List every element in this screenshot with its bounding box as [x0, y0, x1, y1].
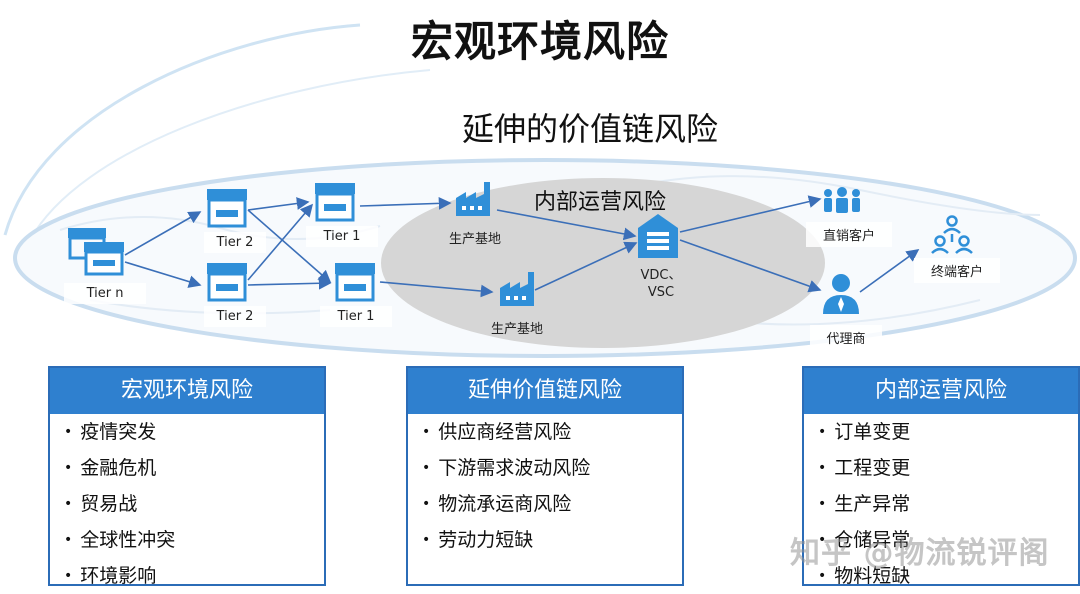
flow-arrows — [124, 195, 920, 298]
risk-item: 物料短缺 — [818, 558, 1078, 594]
node-label-vdc: VDC、 VSC — [620, 264, 702, 304]
node-label-plant-top: 生产基地 — [448, 232, 501, 247]
customer-group-icon — [824, 187, 860, 213]
risk-box-title: 宏观环境风险 — [50, 368, 324, 414]
store-icon — [68, 228, 124, 276]
node-label-tier2-bottom: Tier 2 — [204, 306, 266, 327]
risk-item: 订单变更 — [818, 414, 1078, 450]
risk-item: 全球性冲突 — [64, 522, 324, 558]
risk-box-macro: 宏观环境风险 疫情突发 金融危机 贸易战 全球性冲突 环境影响 — [48, 366, 326, 587]
node-label-tier1-bottom: Tier 1 — [320, 306, 392, 327]
risk-item: 金融危机 — [64, 450, 324, 486]
risk-item: 环境影响 — [64, 558, 324, 594]
node-label-agent: 代理商 — [810, 325, 882, 350]
risk-item: 工程变更 — [818, 450, 1078, 486]
internal-label: 内部运营风险 — [533, 190, 666, 215]
node-label-tier1-top: Tier 1 — [306, 226, 378, 247]
risk-box-title: 内部运营风险 — [804, 368, 1078, 414]
node-label-tier-n: Tier n — [64, 283, 146, 304]
risk-item: 下游需求波动风险 — [422, 450, 682, 486]
vdc-line-1: VDC、 — [640, 268, 682, 283]
watermark: 知乎 @物流锐评阁 — [790, 536, 1050, 571]
node-label-tier2-top: Tier 2 — [204, 232, 266, 253]
end-customer-icon — [931, 215, 973, 254]
factory-icon — [456, 182, 490, 216]
outer-arc — [3, 23, 361, 236]
risk-box-extended: 延伸价值链风险 供应商经营风险 下游需求波动风险 物流承运商风险 劳动力短缺 — [406, 366, 684, 586]
risk-list: 供应商经营风险 下游需求波动风险 物流承运商风险 劳动力短缺 — [408, 414, 682, 558]
factory-icon — [500, 272, 534, 306]
risk-item: 疫情突发 — [64, 414, 324, 450]
agent-person-icon — [823, 274, 859, 314]
store-icon — [315, 183, 355, 222]
map-lines — [59, 175, 1041, 326]
store-icon — [207, 189, 247, 228]
risk-box-internal: 内部运营风险 订单变更 工程变更 生产异常 仓储异常 物料短缺 — [802, 366, 1080, 587]
store-icon — [335, 263, 375, 302]
store-icon — [207, 263, 247, 302]
subtitle-extended: 延伸的价值链风险 — [461, 110, 718, 148]
risk-item: 供应商经营风险 — [422, 414, 682, 450]
risk-item: 生产异常 — [818, 486, 1078, 522]
warehouse-icon — [638, 214, 678, 258]
risk-item: 物流承运商风险 — [422, 486, 682, 522]
risk-list: 订单变更 工程变更 生产异常 仓储异常 物料短缺 — [804, 414, 1078, 594]
vdc-line-2: VSC — [647, 285, 675, 300]
risk-item: 劳动力短缺 — [422, 522, 682, 558]
node-label-plant-bottom: 生产基地 — [490, 322, 543, 337]
risk-item: 贸易战 — [64, 486, 324, 522]
risk-box-title: 延伸价值链风险 — [408, 368, 682, 414]
page-title: 宏观环境风险 — [410, 17, 669, 66]
risk-list: 疫情突发 金融危机 贸易战 全球性冲突 环境影响 — [50, 414, 324, 594]
outer-arc-inner — [29, 69, 431, 241]
node-label-direct-customer: 直销客户 — [806, 222, 892, 247]
internal-ellipse — [381, 178, 825, 348]
risk-item: 仓储异常 — [818, 522, 1078, 558]
node-label-end-customer: 终端客户 — [914, 258, 1000, 283]
